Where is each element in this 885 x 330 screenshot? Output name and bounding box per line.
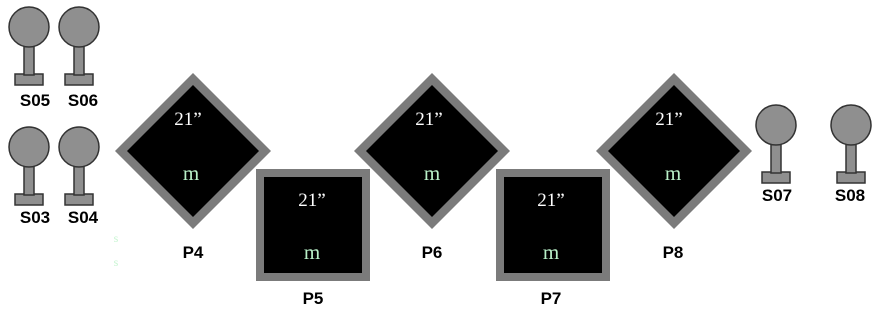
screen-panel	[504, 177, 602, 273]
speaker-head	[8, 126, 50, 168]
speaker-label: S06	[68, 91, 98, 110]
screen-label: P7	[541, 289, 562, 308]
screen-panel	[264, 177, 362, 273]
stray-mark: s	[114, 255, 119, 269]
screen-size-label: 21”	[655, 109, 682, 130]
screen-p8: 21” m P8	[596, 73, 752, 262]
speaker-label: S03	[20, 208, 50, 227]
speaker-label: S07	[762, 186, 792, 205]
speaker-stem	[770, 141, 782, 174]
speaker-stem	[73, 43, 85, 76]
speaker-stem	[845, 141, 857, 174]
screen-marker: m	[424, 161, 440, 185]
speaker-head	[58, 126, 100, 168]
screen-panel	[366, 85, 498, 217]
screen-p4: 21” m P4	[115, 73, 271, 262]
speaker-stem	[23, 43, 35, 76]
speaker-s08: S08	[830, 104, 872, 205]
screen-marker: m	[304, 240, 320, 264]
screen-marker: m	[183, 161, 199, 185]
speaker-icon	[58, 126, 100, 206]
screen-label: P5	[303, 289, 324, 308]
speaker-s03: S03	[8, 126, 50, 227]
speaker-label: S04	[68, 208, 99, 227]
speaker-s05: S05	[8, 6, 50, 110]
screen-label: P6	[422, 243, 443, 262]
screen-panel	[127, 85, 259, 217]
screen-panel	[608, 85, 740, 217]
speaker-label: S05	[20, 91, 50, 110]
speaker-icon	[8, 126, 50, 206]
screen-p7: 21” m P7	[496, 169, 610, 308]
speaker-head	[58, 6, 100, 48]
speaker-icon	[58, 6, 100, 86]
speaker-s04: S04	[58, 126, 100, 227]
screen-p5: 21” m P5	[256, 169, 370, 308]
screen-size-label: 21”	[298, 190, 325, 211]
speaker-icon	[830, 104, 872, 184]
speaker-label: S08	[835, 186, 865, 205]
speaker-icon	[755, 104, 797, 184]
speaker-head	[755, 104, 797, 146]
speaker-stem	[73, 163, 85, 196]
stray-mark: s	[114, 231, 119, 245]
screen-marker: m	[665, 161, 681, 185]
screen-label: P8	[663, 243, 684, 262]
speaker-s06: S06	[58, 6, 100, 110]
screen-size-label: 21”	[537, 190, 564, 211]
speaker-head	[830, 104, 872, 146]
speaker-stem	[23, 163, 35, 196]
screen-size-label: 21”	[174, 109, 201, 130]
screen-p6: 21” m P6	[354, 73, 510, 262]
speaker-head	[8, 6, 50, 48]
speaker-s07: S07	[755, 104, 797, 205]
screen-size-label: 21”	[415, 109, 442, 130]
screen-marker: m	[543, 240, 559, 264]
screen-label: P4	[183, 243, 204, 262]
speaker-icon	[8, 6, 50, 86]
